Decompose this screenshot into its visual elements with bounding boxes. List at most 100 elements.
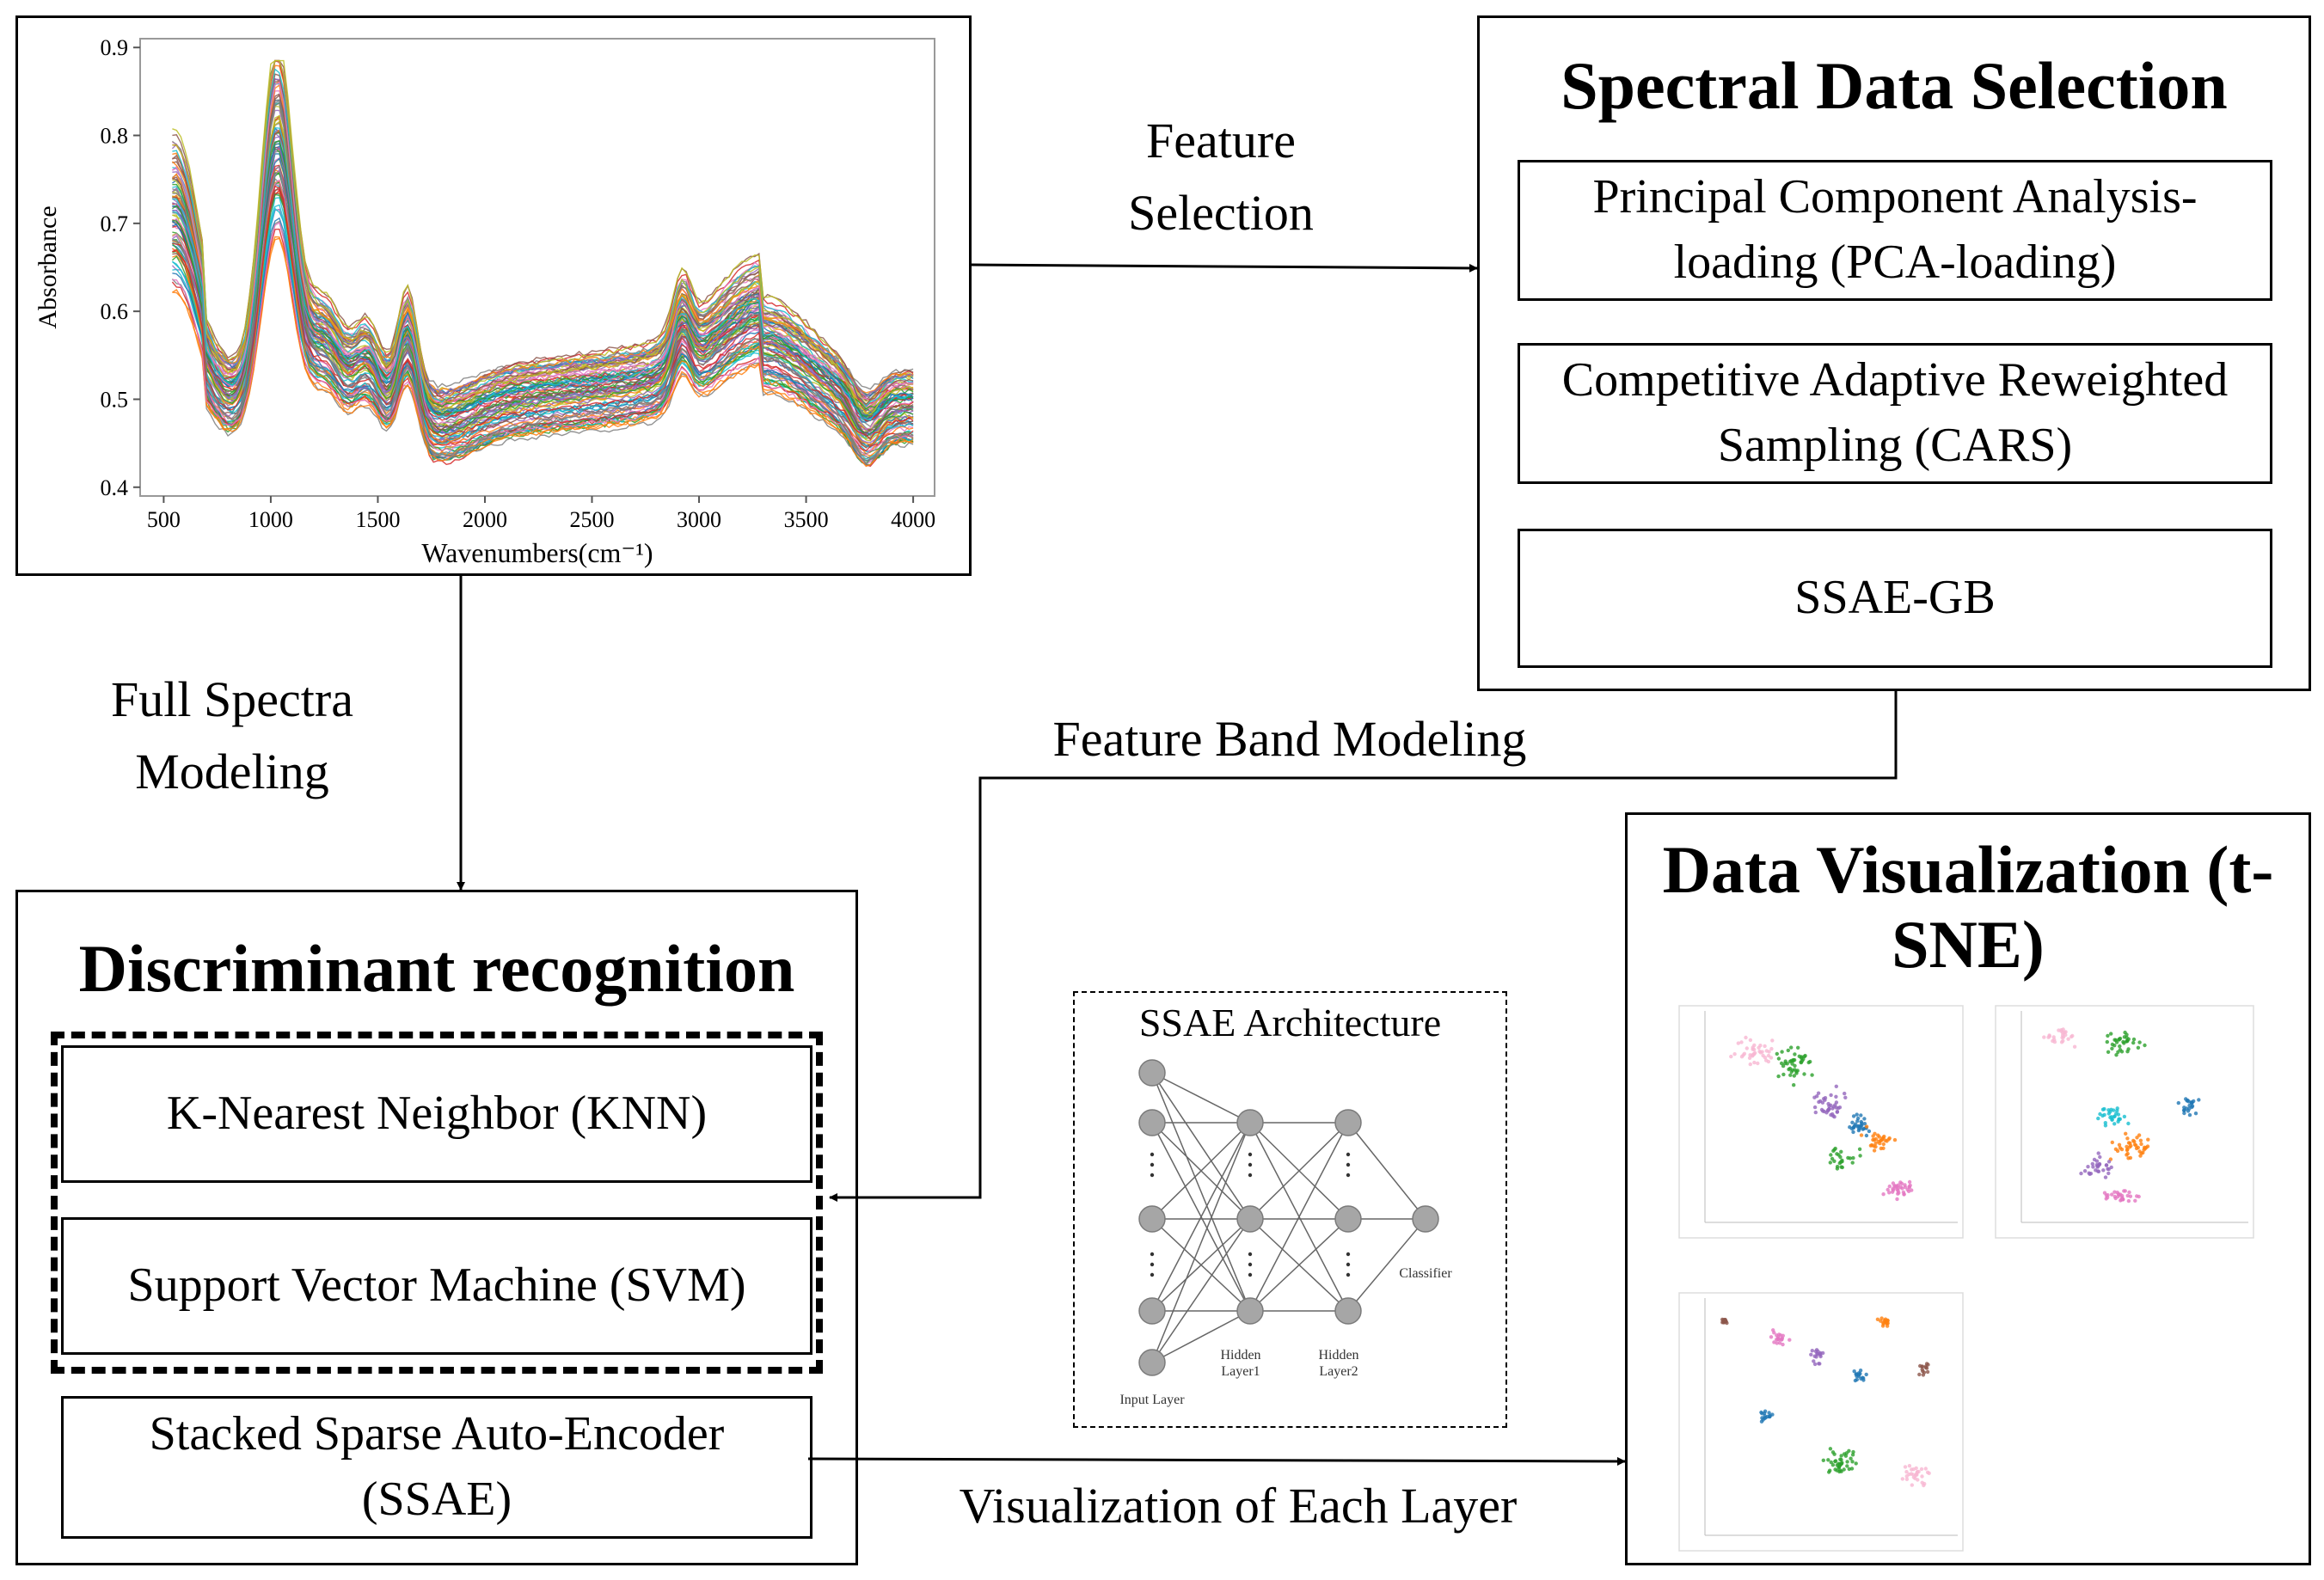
tsne-point <box>2135 1194 2139 1198</box>
tsne-point <box>1759 1410 1763 1415</box>
network-edge <box>1151 1122 1251 1363</box>
tsne-point <box>1720 1317 1725 1322</box>
tsne-point <box>1812 1105 1818 1110</box>
tsne-point <box>2108 1115 2112 1120</box>
tsne-point <box>2094 1162 2099 1167</box>
tsne-point <box>1787 1059 1793 1063</box>
hidden-layer1-label: Hidden Layer1 <box>1220 1348 1261 1380</box>
y-tick-label: 0.5 <box>101 387 129 412</box>
network-node <box>1138 1349 1166 1376</box>
tsne-point <box>2114 1053 2119 1057</box>
tsne-point <box>1859 1113 1863 1118</box>
tsne-point <box>2109 1032 2113 1036</box>
method-ssae-gb: SSAE-GB <box>1518 529 2272 668</box>
tsne-point <box>1752 1060 1757 1065</box>
network-edge <box>1151 1072 1251 1124</box>
tsne-point <box>1911 1467 1916 1472</box>
tsne-point <box>1872 1148 1877 1153</box>
tsne-point <box>1849 1456 1853 1461</box>
tsne-point <box>2118 1044 2122 1049</box>
tsne-point <box>2139 1151 2143 1155</box>
tsne-point <box>1850 1453 1855 1457</box>
tsne-point <box>1895 1187 1899 1191</box>
ellipsis-dot <box>1346 1272 1351 1277</box>
tsne-point <box>2192 1099 2196 1104</box>
tsne-point <box>2126 1121 2131 1126</box>
tsne-point <box>1775 1341 1779 1345</box>
tsne-point <box>2104 1197 2108 1201</box>
tsne-point <box>1883 1317 1888 1321</box>
tsne-point <box>1903 1183 1907 1187</box>
method-cars-label: Competitive Adaptive Reweighted Sampling… <box>1561 353 2229 472</box>
tsne-point <box>2131 1037 2137 1042</box>
tsne-point <box>2186 1109 2191 1113</box>
tsne-point <box>2052 1039 2057 1044</box>
network-edge <box>1151 1310 1251 1363</box>
tsne-point <box>1873 1136 1879 1142</box>
tsne-point <box>1748 1038 1753 1043</box>
tsne-point <box>1854 1372 1858 1376</box>
tsne-point <box>1739 1040 1744 1044</box>
tsne-point <box>2066 1037 2070 1041</box>
method-ssae-label: Stacked Sparse Auto-Encoder (SSAE) <box>149 1407 725 1526</box>
ssae-network-diagram: Input Layer Classifier Hidden Layer1 Hid… <box>1119 1059 1452 1407</box>
tsne-point <box>2123 1189 2127 1193</box>
x-tick-label: 2000 <box>463 507 507 532</box>
tsne-point <box>1817 1099 1821 1105</box>
tsne-point <box>2106 1171 2111 1176</box>
tsne-point <box>1822 1109 1826 1114</box>
tsne-point <box>2125 1144 2129 1149</box>
tsne-point <box>2116 1050 2120 1054</box>
tsne-point <box>1892 1137 1898 1142</box>
tsne-point <box>1864 1372 1868 1377</box>
tsne-point <box>1904 1470 1909 1474</box>
plot-frame <box>139 38 935 497</box>
tsne-point <box>1826 1101 1830 1106</box>
tsne-point <box>2123 1030 2127 1035</box>
spectral-selection-title: Spectral Data Selection <box>1561 48 2228 123</box>
tsne-point <box>2117 1142 2122 1147</box>
method-pca-loading: Principal Component Analysis-loading (PC… <box>1518 160 2272 301</box>
tsne-point <box>2088 1172 2092 1176</box>
method-knn-label: K-Nearest Neighbor (KNN) <box>166 1087 708 1141</box>
tsne-point <box>1903 1465 1908 1469</box>
tsne-point <box>1780 1337 1784 1342</box>
tsne-point <box>1781 1342 1785 1347</box>
tsne-point <box>2139 1142 2143 1147</box>
tsne-point <box>1729 1054 1733 1059</box>
x-tick-label: 2500 <box>570 507 615 532</box>
tsne-point <box>1850 1161 1855 1165</box>
network-node <box>1138 1205 1166 1233</box>
tsne-point <box>1916 1478 1920 1482</box>
tsne-point <box>1763 1044 1767 1049</box>
tsne-point <box>1761 1053 1765 1058</box>
y-axis-label: Absorbance <box>34 205 62 328</box>
tsne-point <box>2070 1033 2075 1038</box>
tsne-point <box>1850 1460 1855 1464</box>
tsne-point <box>2060 1035 2064 1040</box>
tsne-point <box>2098 1154 2102 1160</box>
tsne-plots <box>1678 1005 2254 1552</box>
tsne-point <box>1911 1475 1916 1479</box>
tsne-point <box>1762 1411 1767 1416</box>
spectrum-curve <box>172 236 914 457</box>
tsne-point <box>1854 1461 1858 1466</box>
method-knn: K-Nearest Neighbor (KNN) <box>61 1045 812 1183</box>
tsne-point <box>1835 1152 1839 1156</box>
tsne-point <box>2182 1105 2186 1110</box>
tsne-point <box>2110 1192 2114 1197</box>
tsne-point <box>1925 1470 1930 1474</box>
tsne-point <box>1887 1191 1892 1195</box>
tsne-point <box>2072 1044 2077 1049</box>
tsne-point <box>2091 1165 2095 1169</box>
tsne-point <box>1761 1418 1765 1422</box>
tsne-point <box>1769 1335 1774 1339</box>
tsne-point <box>1766 1053 1771 1058</box>
spectrum-curve <box>172 148 914 438</box>
tsne-point <box>2096 1116 2100 1121</box>
tsne-point <box>2042 1035 2046 1039</box>
tsne-point <box>1851 1114 1856 1118</box>
tsne-point <box>1919 1467 1924 1472</box>
tsne-point <box>1836 1105 1841 1111</box>
